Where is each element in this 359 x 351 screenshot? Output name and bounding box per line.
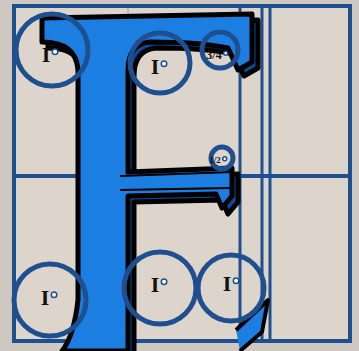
circle-label: I (42, 44, 51, 66)
circle-label: 3/4 (206, 49, 221, 61)
center-dot (52, 49, 58, 55)
center-dot (223, 157, 227, 161)
circle-label: I (41, 287, 50, 309)
center-dot (51, 292, 57, 298)
circle-outline (128, 31, 192, 95)
circle-label: 1/2 (209, 156, 221, 165)
letter-edge (120, 172, 232, 190)
circle-outline (122, 250, 198, 326)
center-dot (233, 278, 239, 284)
circle-outline (124, 252, 196, 324)
letter-e (42, 14, 252, 351)
grid-line (269, 6, 272, 341)
circle-outline (12, 262, 88, 338)
panel (14, 6, 350, 341)
circle-outline (202, 32, 238, 68)
circle-label: I (151, 56, 160, 78)
construction-circle: 3/4 (200, 30, 240, 70)
construction-circle: I (14, 12, 90, 88)
circle-outline (198, 255, 264, 321)
center-dot (161, 61, 167, 66)
letter-flourish (236, 300, 268, 351)
center-dot (161, 279, 167, 285)
construction-circle: I (196, 253, 266, 323)
construction-circle: I (122, 250, 198, 326)
circle-outline (16, 14, 88, 86)
circle-outline (14, 264, 86, 336)
circle-outline (130, 33, 190, 93)
circle-label: I (223, 273, 232, 295)
construction-circle: 1/2 (209, 145, 235, 171)
center-dot (224, 51, 228, 55)
circle-outline (14, 12, 90, 88)
construction-circle: I (12, 262, 88, 338)
construction-circle: I (128, 31, 192, 95)
circle-label: I (151, 274, 160, 296)
